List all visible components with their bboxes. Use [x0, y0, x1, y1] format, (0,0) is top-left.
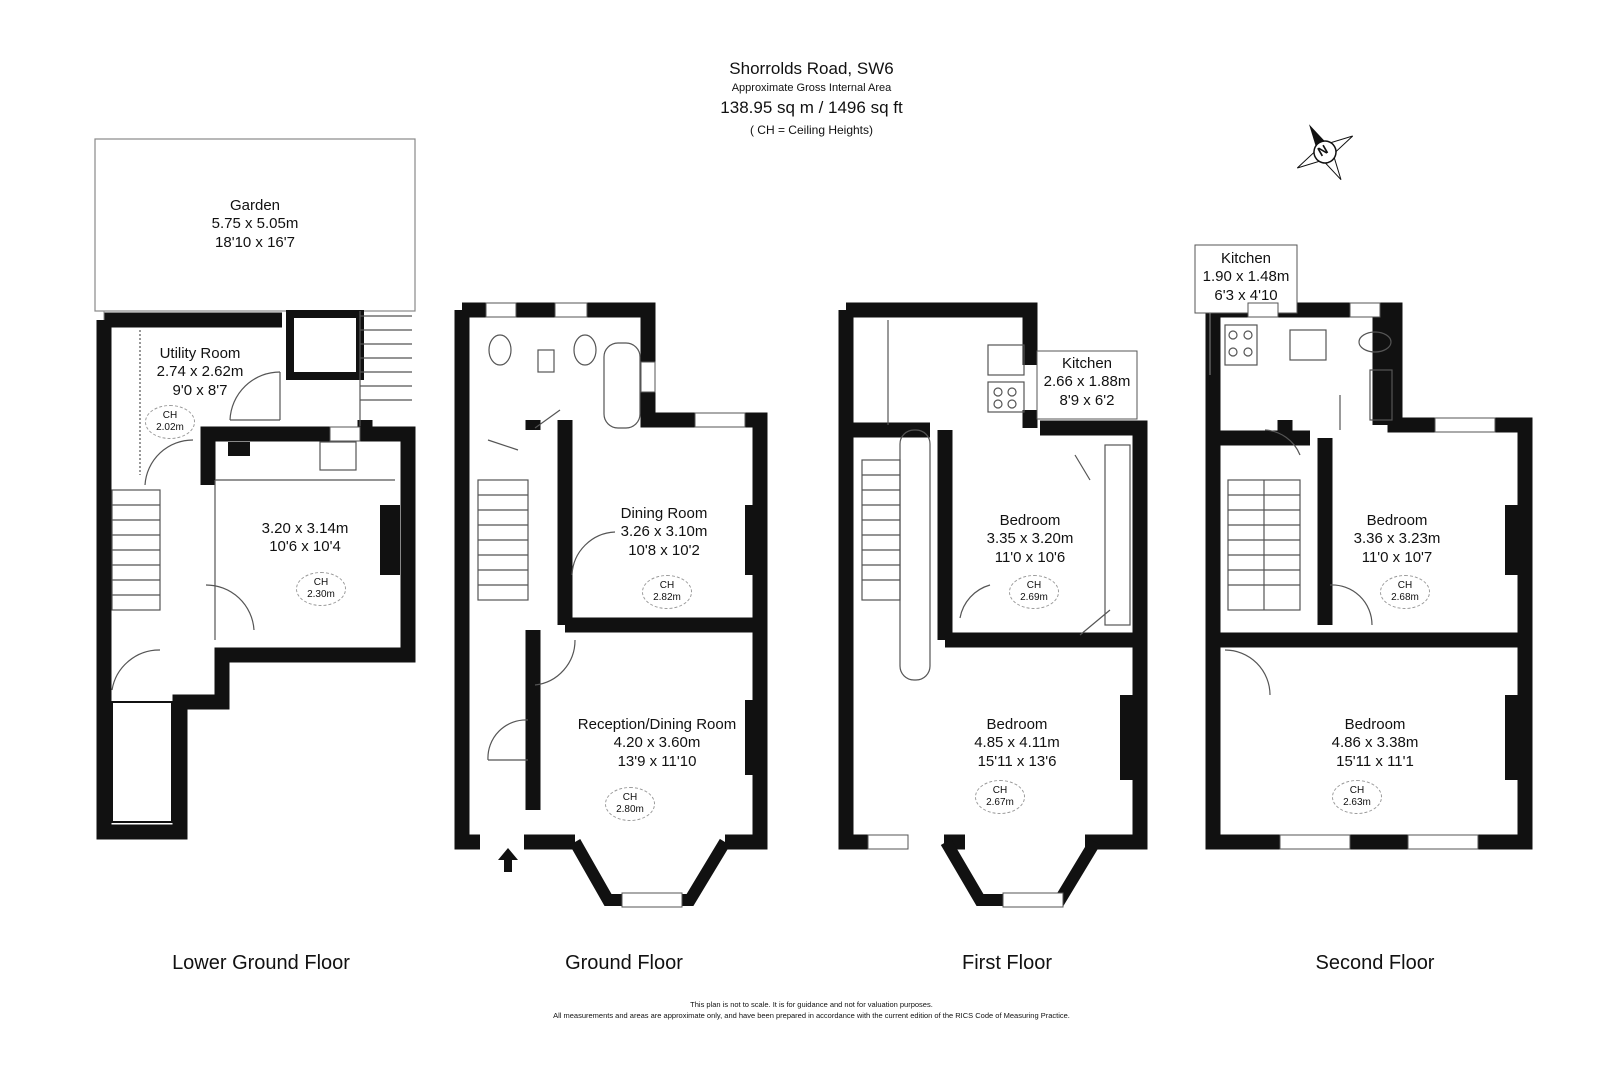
ceiling-note: ( CH = Ceiling Heights) — [749, 123, 874, 137]
second-bedroom-large-label: Bedroom 4.86 x 3.38m 15'11 x 11'1 — [1331, 716, 1419, 770]
first-bedroom-large-label: Bedroom 4.85 x 4.11m 15'11 x 13'6 — [974, 716, 1060, 770]
first-floor-details — [861, 320, 1133, 780]
area-value: 138.95 sq m / 1496 sq ft — [720, 98, 903, 117]
reception-ceiling-height: CH 2.80m — [605, 787, 655, 821]
lower-ground-walls — [96, 312, 416, 840]
lower-kitchen-ceiling-height: CH 2.30m — [296, 572, 346, 606]
reception-label: Reception/Dining Room 4.20 x 3.60m 13'9 … — [577, 716, 737, 770]
second-bedroom-large-ceiling-height: CH 2.63m — [1332, 780, 1382, 814]
ground-floor-bay — [569, 838, 731, 906]
first-kitchen-label: Kitchen 2.66 x 1.88m 8'9 x 6'2 — [1043, 355, 1131, 409]
first-floor-bay — [940, 838, 1101, 906]
second-kitchen-box — [1194, 244, 1298, 314]
second-bedroom-small-ceiling-height: CH 2.68m — [1380, 575, 1430, 609]
page-title: Shorrolds Road, SW6 — [729, 59, 894, 78]
floor-name-first: First Floor — [962, 952, 1052, 974]
entrance-arrow-icon — [498, 848, 518, 872]
second-floor-details — [1224, 324, 1519, 780]
dining-room-label: Dining Room 3.26 x 3.10m 10'8 x 10'2 — [620, 505, 708, 559]
dining-ceiling-height: CH 2.82m — [642, 575, 692, 609]
first-bedroom-large-ceiling-height: CH 2.67m — [975, 780, 1025, 814]
second-bedroom-small-label: Bedroom 3.36 x 3.23m 11'0 x 10'7 — [1353, 512, 1441, 566]
utility-ceiling-height: CH 2.02m — [145, 405, 195, 439]
lower-ground-details — [111, 310, 412, 823]
garden-label: Garden 5.75 x 5.05m 18'10 x 16'7 — [211, 197, 299, 251]
first-floor-walls — [838, 302, 1148, 850]
disclaimer-line-2: All measurements and areas are approxima… — [553, 1011, 1070, 1020]
utility-room-label: Utility Room 2.74 x 2.62m 9'0 x 8'7 — [156, 345, 244, 399]
second-floor-walls — [1205, 302, 1533, 850]
floor-name-lower-ground: Lower Ground Floor — [172, 952, 350, 974]
disclaimer-line-1: This plan is not to scale. It is for gui… — [690, 1000, 933, 1009]
second-kitchen-label: Kitchen 1.90 x 1.48m 6'3 x 4'10 — [1202, 250, 1290, 304]
floor-name-second: Second Floor — [1315, 952, 1435, 974]
area-label: Approximate Gross Internal Area — [731, 82, 892, 94]
garden-area — [94, 138, 416, 312]
ground-floor-details — [477, 334, 757, 775]
floor-name-ground: Ground Floor — [565, 952, 683, 974]
compass-north-icon — [1296, 124, 1354, 181]
first-bedroom-small-ceiling-height: CH 2.69m — [1009, 575, 1059, 609]
windows — [329, 302, 1496, 908]
first-kitchen-box — [1036, 350, 1138, 420]
first-bedroom-small-label: Bedroom 3.35 x 3.20m 11'0 x 10'6 — [986, 512, 1074, 566]
lower-kitchen-label: 3.20 x 3.14m 10'6 x 10'4 — [261, 520, 349, 556]
